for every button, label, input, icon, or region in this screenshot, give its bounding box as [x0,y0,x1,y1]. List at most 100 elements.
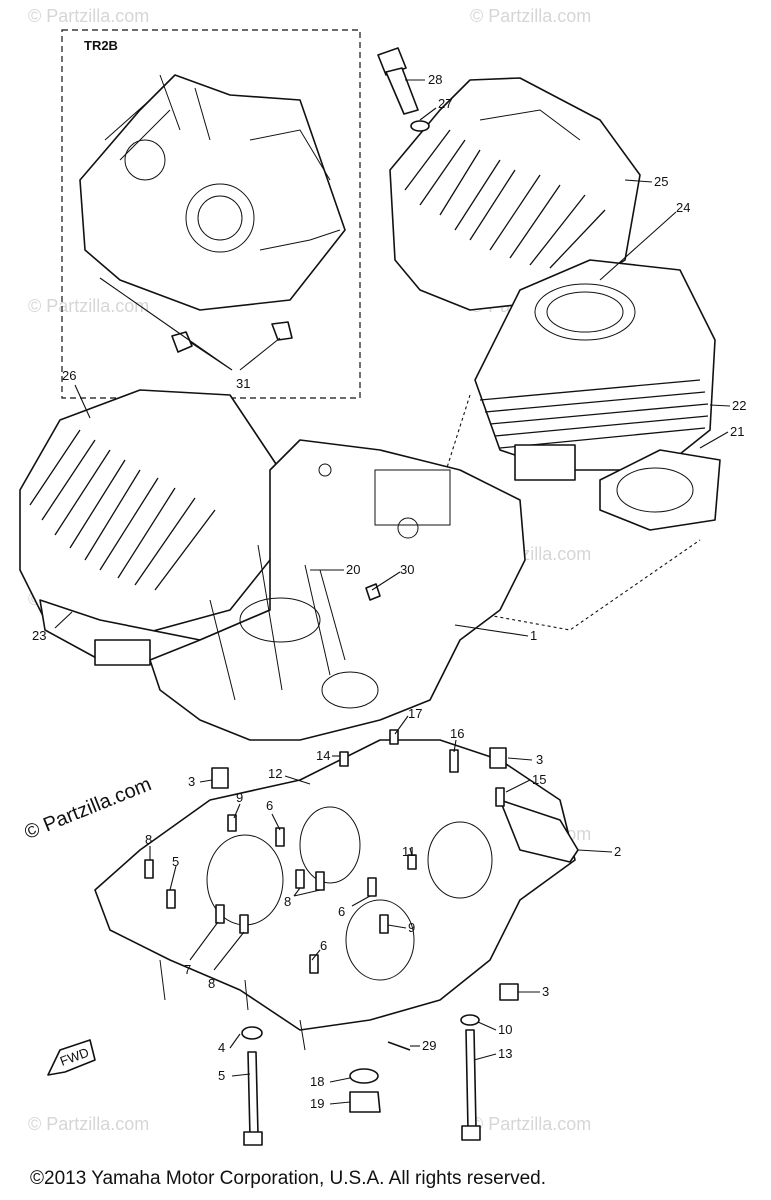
stud-6 [275,827,285,847]
crankcase-1-bore-left [239,597,321,643]
head-25-fins [404,129,606,269]
copyright-notice: ©2013 Yamaha Motor Corporation, U.S.A. A… [30,1168,546,1189]
callout-5a: 5 [172,854,179,869]
callout-22: 22 [732,398,746,413]
callout-6a: 6 [266,798,273,813]
stud-8b [295,869,305,889]
cylinder-23-skirt [94,639,151,666]
crankcase-2-journal-2 [299,806,361,884]
washer-27 [410,120,430,132]
leader-23 [54,611,73,629]
leader-26 [74,384,91,419]
gasket-21-outline [599,449,721,531]
callout-10: 10 [498,1022,512,1037]
leader-19 [329,1101,351,1105]
inset-studs [104,74,211,161]
inset-cylinder-bore [124,139,166,181]
crankcase-2-outline [94,739,576,1031]
callout-3a: 3 [188,774,195,789]
callout-15: 15 [532,772,546,787]
leader-24 [599,211,677,281]
callout-30: 30 [400,562,414,577]
lower-crankcase [94,739,579,1051]
head-26-outline [19,389,281,641]
callout-13: 13 [498,1046,512,1061]
cylinder-22-fins [479,379,709,449]
callout-12: 12 [268,766,282,781]
leader-5b [231,1073,251,1077]
fwd-arrow-shape [47,1039,96,1076]
stud-15 [495,787,505,807]
callout-9b: 9 [408,920,415,935]
stud-8 [144,859,154,879]
leader-4 [229,1033,241,1049]
crankcase-2-arm [499,799,579,863]
watermark: © Partzilla.com [28,1114,149,1134]
head-26-fins [29,429,216,591]
crankcase-2-journal-3 [345,899,415,981]
leader-6a [271,813,281,831]
crankcase-2-journal-4 [427,821,493,899]
dowel-3-left [211,767,229,789]
inset-bearing-bore [185,183,255,253]
inset-leader-lines [99,277,281,371]
callout-28: 28 [428,72,442,87]
pin-29 [387,1041,411,1051]
leader-17 [394,715,409,735]
bolt-5 [247,1051,259,1138]
watermark: © Partzilla.com [28,296,149,316]
watermark: © Partzilla.com [470,1114,591,1134]
head-25-outline [389,77,641,311]
bolt-13-head [461,1125,481,1141]
fwd-arrow: FWD [47,1039,96,1076]
leader-6b [351,895,371,907]
upper-crankcase [149,439,526,741]
callout-14: 14 [316,748,330,763]
leader-2 [577,849,613,853]
stud-8d [239,914,249,934]
leader-30 [371,571,401,591]
callout-24: 24 [676,200,690,215]
callout-18: 18 [310,1074,324,1089]
leader-15 [505,779,531,793]
bolt-5-head [243,1131,263,1146]
stud-6c [309,954,319,974]
callout-17: 17 [408,706,422,721]
leader-8b [293,887,321,897]
leader-21 [699,431,729,449]
crankcase-1-hole [318,463,332,477]
inset-tr2b: TR2B [61,29,361,399]
gasket-21 [599,449,721,531]
leader-9b [387,924,407,929]
callout-6b: 6 [338,904,345,919]
callout-4: 4 [218,1040,225,1055]
stud-6b [367,877,377,897]
leader-1 [454,624,529,637]
callout-1: 1 [530,628,537,643]
inset-crankcase [79,74,346,311]
stud-9 [227,814,237,832]
callout-25: 25 [654,174,668,189]
leader-27 [419,107,437,121]
leader-13 [473,1053,497,1061]
leader-3b [507,757,533,761]
leader-10 [477,1021,497,1031]
dowel-3-bottom [499,983,519,1001]
callouts: 28 27 25 24 22 21 26 20 30 23 1 31 17 16… [32,72,746,1111]
callout-8b: 8 [284,894,291,909]
crankcase-1-window [374,469,451,526]
inset-bearing-bore-inner [197,195,243,241]
leader-6c [311,949,321,961]
callout-19: 19 [310,1096,324,1111]
washer-4 [241,1026,263,1040]
leader-18 [329,1077,351,1083]
leader-8c [213,931,245,971]
callout-5b: 5 [218,1068,225,1083]
watermark: © Partzilla.com [28,6,149,26]
callout-16: 16 [450,726,464,741]
leader-11 [409,847,413,857]
bolt-13 [465,1029,477,1131]
stud-17 [389,729,399,745]
left-cylinder-head [19,389,281,641]
